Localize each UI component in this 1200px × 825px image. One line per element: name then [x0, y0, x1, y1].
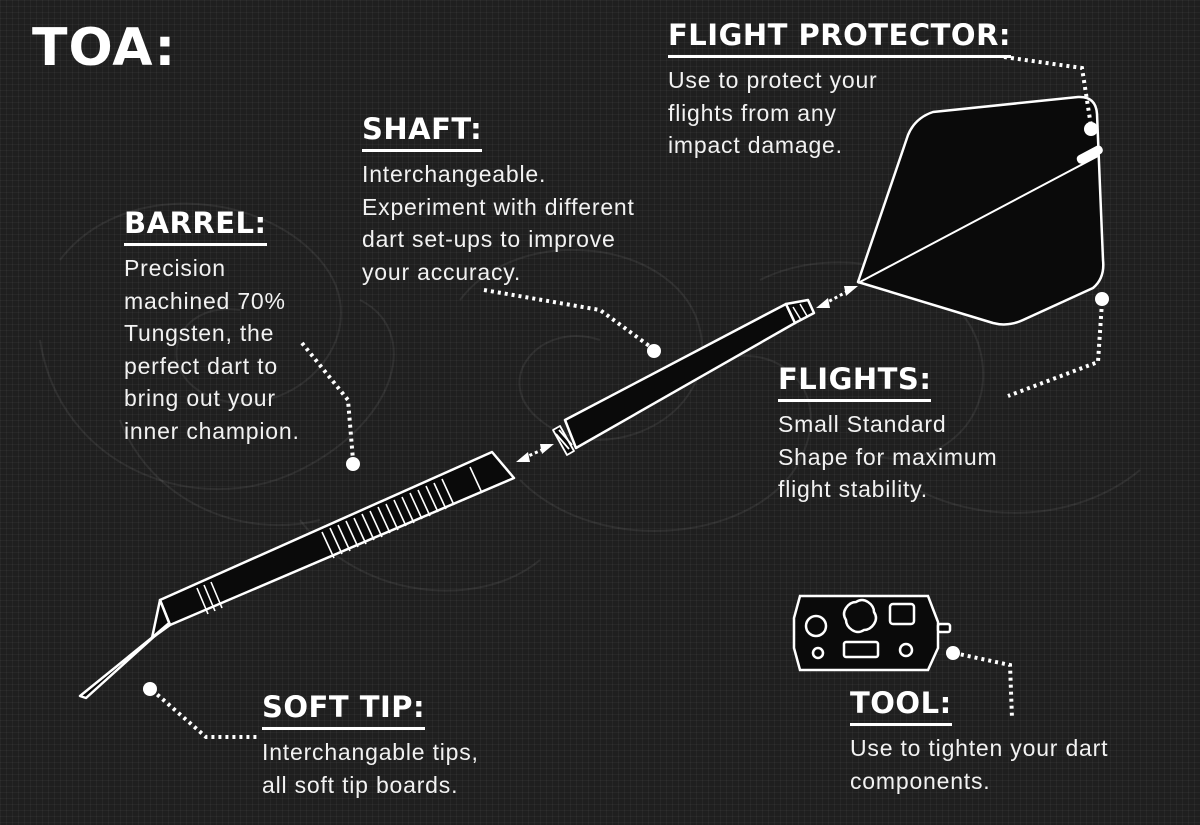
- dot-flights: [1095, 292, 1109, 306]
- flight-graphic: [856, 95, 1105, 326]
- page-title: TOA:: [32, 18, 177, 78]
- description-line: machined 70%: [124, 287, 286, 314]
- dot-flight-protector: [1084, 122, 1098, 136]
- heading-shaft: SHAFT:: [362, 112, 483, 152]
- connector-dots: [143, 122, 1109, 696]
- description-line: flights from any: [668, 99, 837, 126]
- description-flight-protector: Use to protect your flights from any imp…: [668, 64, 1011, 162]
- dot-tool: [946, 646, 960, 660]
- dot-barrel: [346, 457, 360, 471]
- description-line: Tungsten, the: [124, 320, 275, 346]
- description-line: dart set-ups to improve: [362, 226, 616, 252]
- description-line: Experiment with different: [362, 193, 635, 220]
- soft-tip-graphic: [78, 598, 172, 700]
- barrel-graphic: [158, 450, 516, 627]
- callout-connectors: [150, 55, 1104, 739]
- heading-flights: FLIGHTS:: [778, 362, 932, 402]
- callout-soft-tip: SOFT TIP: Interchangable tips, all soft …: [262, 690, 479, 801]
- description-line: all soft tip boards.: [262, 771, 459, 798]
- dot-soft-tip: [143, 682, 157, 696]
- callout-flight-protector: FLIGHT PROTECTOR: Use to protect your fl…: [668, 18, 1012, 162]
- callout-shaft: SHAFT: Interchangeable. Experiment with …: [362, 112, 635, 288]
- description-line: Precision: [124, 255, 226, 281]
- description-line: Small Standard: [778, 411, 947, 437]
- description-flights: Small Standard Shape for maximum flight …: [778, 408, 997, 506]
- description-tool: Use to tighten your dart components.: [850, 732, 1108, 797]
- description-line: impact damage.: [668, 132, 843, 158]
- description-line: components.: [850, 767, 991, 794]
- description-line: Use to tighten your dart: [850, 735, 1109, 761]
- description-line: perfect dart to: [124, 352, 278, 379]
- description-line: Shape for maximum: [778, 443, 998, 470]
- heading-barrel: BARREL:: [124, 206, 267, 246]
- callout-flights: FLIGHTS: Small Standard Shape for maximu…: [778, 362, 997, 506]
- description-line: Interchangeable.: [362, 161, 547, 187]
- assembly-arrows: [516, 286, 858, 462]
- description-line: bring out your: [124, 385, 276, 411]
- connector-tool: [953, 651, 1014, 719]
- description-barrel: Precision machined 70% Tungsten, the per…: [124, 252, 300, 447]
- description-line: Use to protect your: [668, 67, 878, 93]
- connector-soft-tip: [150, 688, 258, 739]
- heading-flight-protector: FLIGHT PROTECTOR:: [668, 18, 1012, 58]
- description-line: flight stability.: [778, 476, 928, 502]
- connector-flight-protector: [1003, 55, 1093, 127]
- tool-graphic: [792, 594, 952, 672]
- heading-tool: TOOL:: [850, 686, 952, 726]
- callout-barrel: BARREL: Precision machined 70% Tungsten,…: [124, 206, 300, 447]
- shaft-graphic: [552, 298, 816, 456]
- description-line: your accuracy.: [362, 258, 522, 285]
- description-soft-tip: Interchangable tips, all soft tip boards…: [262, 736, 479, 801]
- description-line: inner champion.: [124, 417, 300, 444]
- heading-soft-tip: SOFT TIP:: [262, 690, 426, 730]
- description-shaft: Interchangeable. Experiment with differe…: [362, 158, 635, 288]
- dot-shaft: [647, 344, 661, 358]
- connector-shaft: [483, 288, 654, 350]
- description-line: Interchangable tips,: [262, 739, 479, 765]
- callout-tool: TOOL: Use to tighten your dart component…: [850, 686, 1108, 797]
- connector-barrel: [300, 341, 355, 461]
